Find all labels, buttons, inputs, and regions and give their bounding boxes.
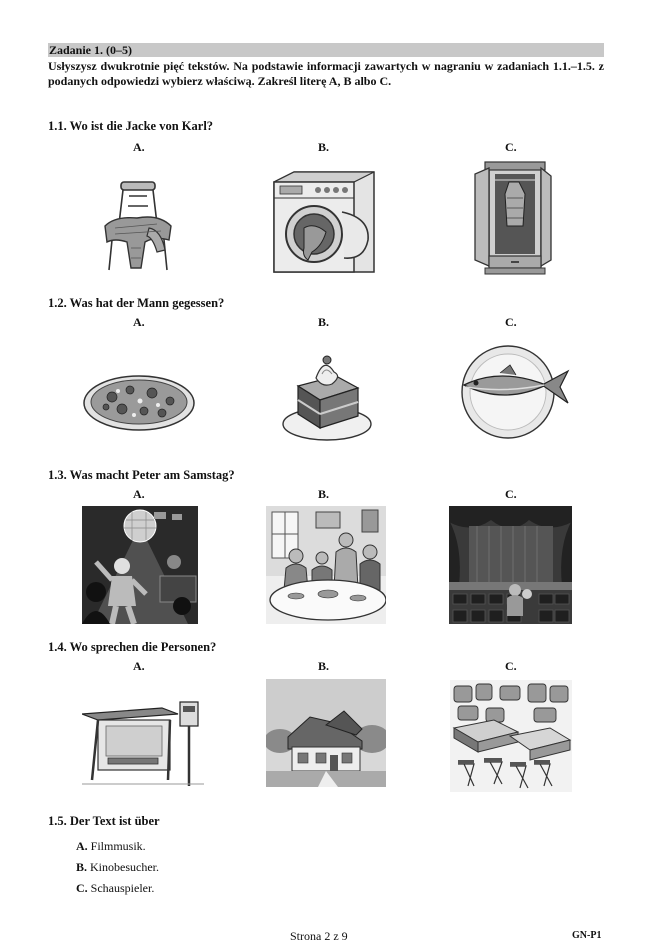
q4-option-b-letter[interactable]: B. bbox=[318, 659, 330, 673]
q4-option-c-letter[interactable]: C. bbox=[505, 659, 517, 673]
q5-answer-b-text: Kinobesucher. bbox=[90, 860, 159, 874]
q3-option-c-letter[interactable]: C. bbox=[505, 487, 517, 501]
wardrobe-image[interactable] bbox=[471, 160, 553, 278]
question-1-5-title: 1.5. Der Text ist über bbox=[48, 814, 160, 828]
q5-answer-list: A. Filmmusik. B. Kinobesucher. C. Schaus… bbox=[76, 836, 159, 899]
washing-machine-image[interactable] bbox=[268, 168, 380, 276]
question-1-3-title: 1.3. Was macht Peter am Samstag? bbox=[48, 468, 235, 482]
q2-option-a-letter[interactable]: A. bbox=[133, 315, 145, 329]
q5-answer-a-letter: A. bbox=[76, 839, 88, 853]
question-1-2-title: 1.2. Was hat der Mann gegessen? bbox=[48, 296, 225, 310]
fish-image[interactable] bbox=[460, 343, 570, 441]
q5-answer-c-text: Schauspieler. bbox=[90, 881, 155, 895]
q5-answer-a-text: Filmmusik. bbox=[90, 839, 146, 853]
question-1-4-title: 1.4. Wo sprechen die Personen? bbox=[48, 640, 217, 654]
pizza-image[interactable] bbox=[82, 373, 197, 433]
task-instructions: Usłyszysz dwukrotnie pięć tekstów. Na po… bbox=[48, 59, 604, 88]
q2-option-c-letter[interactable]: C. bbox=[505, 315, 517, 329]
furniture-store-image[interactable] bbox=[450, 680, 572, 792]
task-header: Zadanie 1. (0–5) bbox=[48, 43, 604, 57]
exam-code: GN-P1 bbox=[572, 930, 602, 941]
page-number: Strona 2 z 9 bbox=[290, 929, 348, 943]
q5-answer-a[interactable]: A. Filmmusik. bbox=[76, 836, 159, 857]
q1-option-b-letter[interactable]: B. bbox=[318, 140, 330, 154]
q1-option-c-letter[interactable]: C. bbox=[505, 140, 517, 154]
house-image[interactable] bbox=[266, 679, 386, 787]
chair-with-jacket-image[interactable] bbox=[95, 178, 180, 273]
question-1-1-title: 1.1. Wo ist die Jacke von Karl? bbox=[48, 119, 214, 133]
q4-option-a-letter[interactable]: A. bbox=[133, 659, 145, 673]
cake-image[interactable] bbox=[280, 348, 374, 442]
bus-stop-image[interactable] bbox=[82, 700, 204, 788]
q5-answer-b[interactable]: B. Kinobesucher. bbox=[76, 857, 159, 878]
q1-option-a-letter[interactable]: A. bbox=[133, 140, 145, 154]
q3-option-b-letter[interactable]: B. bbox=[318, 487, 330, 501]
q5-answer-b-letter: B. bbox=[76, 860, 88, 874]
q5-answer-c[interactable]: C. Schauspieler. bbox=[76, 878, 159, 899]
q3-option-a-letter[interactable]: A. bbox=[133, 487, 145, 501]
family-dinner-image[interactable] bbox=[266, 506, 386, 624]
q5-answer-c-letter: C. bbox=[76, 881, 88, 895]
disco-image[interactable] bbox=[82, 506, 198, 624]
q2-option-b-letter[interactable]: B. bbox=[318, 315, 330, 329]
theatre-image[interactable] bbox=[449, 506, 572, 624]
